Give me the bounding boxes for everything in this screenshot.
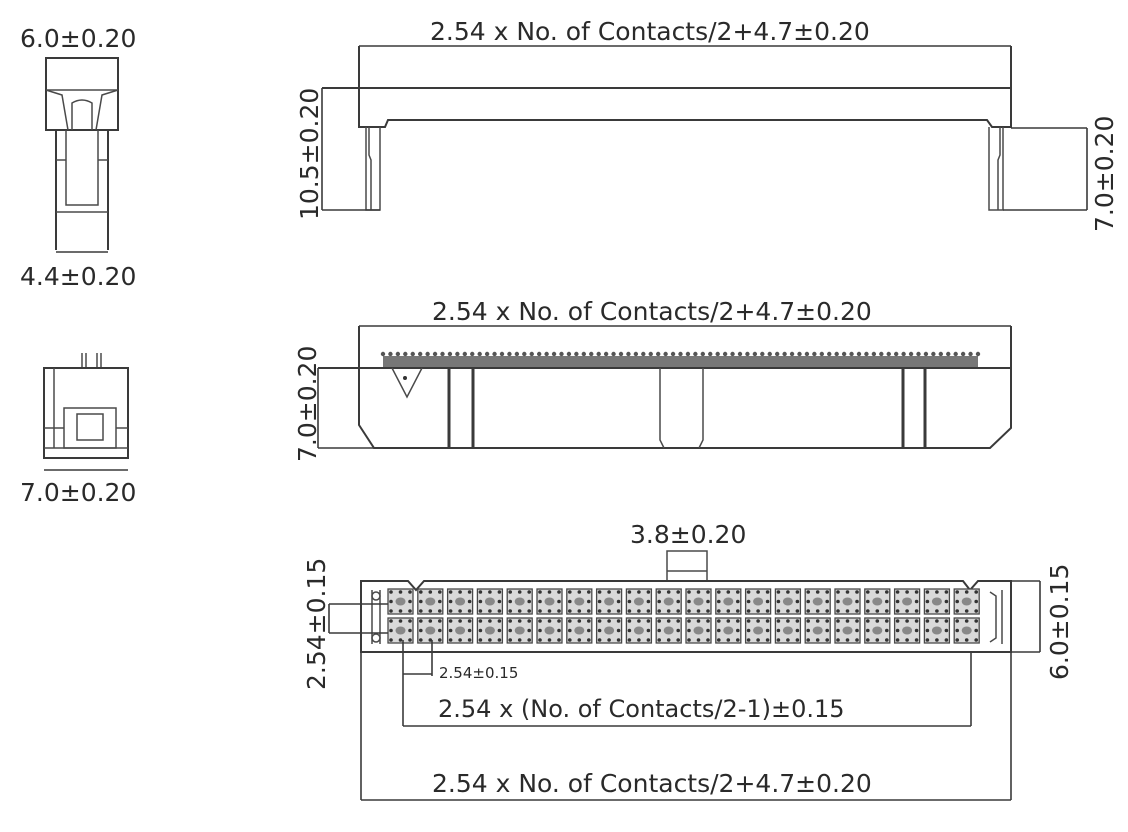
side-view: 2.54 x No. of Contacts/2+4.7±0.20 10.5±0… <box>295 17 1119 232</box>
end-view-front-width-label: 7.0±0.20 <box>20 478 136 507</box>
contact-pad <box>685 617 712 644</box>
end-view-bottom-label: 4.4±0.20 <box>20 262 136 291</box>
contact-pad <box>774 588 802 615</box>
end-view-width-label: 6.0±0.20 <box>20 24 136 53</box>
contact-pad <box>953 617 980 644</box>
contact-pad <box>625 588 653 615</box>
contact-pad <box>387 588 414 615</box>
contact-pad <box>595 588 623 615</box>
contact-pad <box>476 617 504 644</box>
contact-pad <box>506 588 533 615</box>
side-view-pin-height-label: 7.0±0.20 <box>1090 116 1119 232</box>
end-view-side-profile: 6.0±0.20 4.4±0.20 <box>20 24 136 291</box>
contact-pad <box>566 617 593 644</box>
side-view-length-label: 2.54 x No. of Contacts/2+4.7±0.20 <box>430 17 870 46</box>
top-view-length-label: 2.54 x No. of Contacts/2+4.7±0.20 <box>432 769 872 798</box>
contact-pad <box>417 588 444 615</box>
front-view: 2.54 x No. of Contacts/2+4.7±0.20 7.0±0.… <box>293 297 1012 462</box>
side-view-height-label: 10.5±0.20 <box>295 88 324 220</box>
top-view: 3.8±0.20 2.54±0.15 2.54±0.15 6.0±0.15 2.… <box>302 520 1074 801</box>
contact-pad <box>774 617 802 644</box>
contact-pad <box>536 617 563 644</box>
contact-pad <box>446 617 474 644</box>
contact-pad <box>506 617 533 644</box>
contact-pad <box>685 588 712 615</box>
contact-pad <box>744 588 772 615</box>
contact-pad <box>864 588 891 615</box>
contact-pad <box>804 617 831 644</box>
top-view-width-label: 6.0±0.15 <box>1045 564 1074 680</box>
contact-pad <box>923 588 951 615</box>
contact-pad <box>417 617 444 644</box>
contact-pad <box>893 588 921 615</box>
contact-pad <box>655 588 682 615</box>
contact-pad <box>953 588 980 615</box>
front-view-height-label: 7.0±0.20 <box>293 346 322 462</box>
row-pitch-label: 2.54±0.15 <box>302 558 331 690</box>
contact-pad <box>834 617 861 644</box>
contact-span-label: 2.54 x (No. of Contacts/2-1)±0.15 <box>438 695 845 723</box>
front-view-length-label: 2.54 x No. of Contacts/2+4.7±0.20 <box>432 297 872 326</box>
contact-pad <box>566 588 593 615</box>
contact-pad <box>595 617 623 644</box>
contact-pad <box>446 588 474 615</box>
contact-pad <box>804 588 831 615</box>
contact-pad <box>715 588 742 615</box>
contact-pad <box>893 617 921 644</box>
contact-pad <box>536 588 563 615</box>
contact-pad <box>625 617 653 644</box>
contact-grid <box>387 588 980 644</box>
col-pitch-label: 2.54±0.15 <box>439 664 518 682</box>
contact-pad <box>923 617 951 644</box>
key-width-label: 3.8±0.20 <box>630 520 746 549</box>
contact-pad <box>864 617 891 644</box>
contact-pad <box>834 588 861 615</box>
end-view-front: 7.0±0.20 <box>20 353 136 507</box>
contact-pad <box>387 617 414 644</box>
contact-pad <box>476 588 504 615</box>
contact-pad <box>655 617 682 644</box>
contact-pad <box>715 617 742 644</box>
contact-pad <box>744 617 772 644</box>
front-view-contact-teeth <box>380 351 981 368</box>
